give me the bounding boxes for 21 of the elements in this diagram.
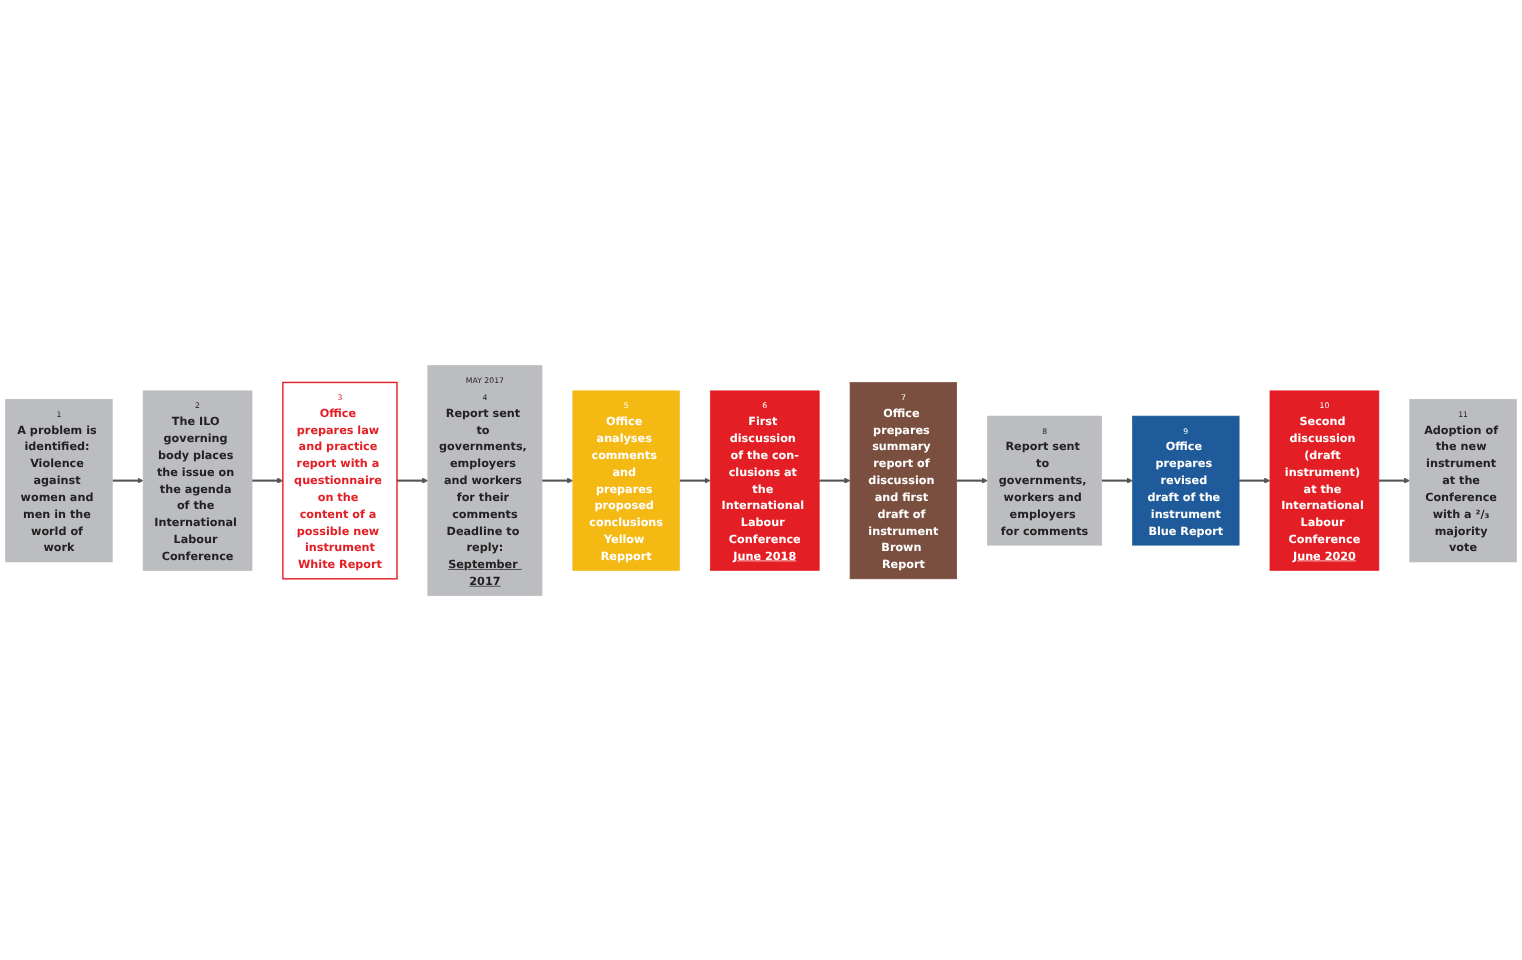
arrow bbox=[1101, 476, 1133, 484]
node-box bbox=[142, 389, 253, 571]
node-box bbox=[1409, 398, 1517, 562]
arrow bbox=[397, 476, 429, 484]
node-box bbox=[1132, 415, 1240, 545]
arrow bbox=[679, 476, 711, 484]
arrow bbox=[112, 476, 144, 484]
arrow bbox=[1239, 476, 1271, 484]
arrow bbox=[956, 476, 988, 484]
arrow bbox=[819, 476, 851, 484]
node-box bbox=[5, 398, 113, 562]
node-box bbox=[709, 389, 820, 571]
node-box bbox=[987, 415, 1102, 545]
arrow bbox=[542, 476, 574, 484]
node-box bbox=[849, 381, 957, 579]
arrow bbox=[1378, 476, 1410, 484]
node-box bbox=[572, 389, 680, 571]
node-box bbox=[427, 364, 543, 596]
node-box bbox=[1269, 389, 1380, 571]
arrow bbox=[252, 476, 284, 484]
node-box bbox=[282, 381, 398, 579]
